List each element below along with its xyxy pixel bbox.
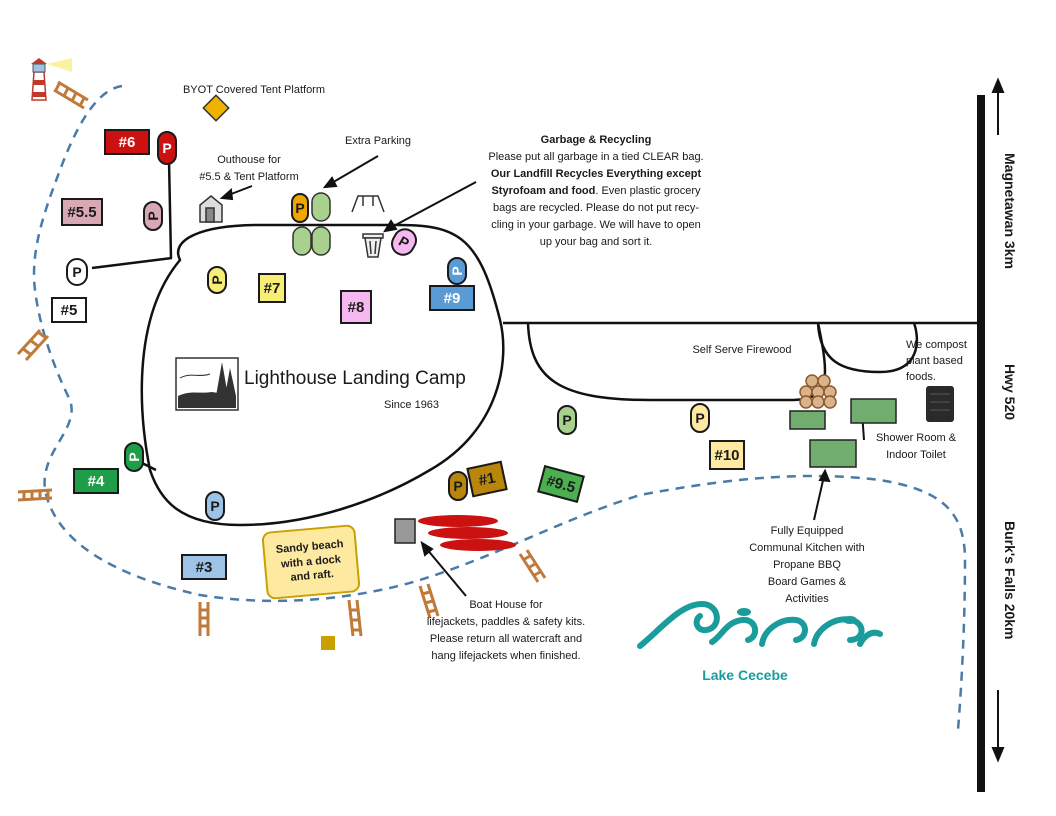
parking-site-9: P xyxy=(447,257,467,285)
small-building xyxy=(789,410,826,430)
outhouse-label-line: Outhouse for xyxy=(217,154,281,166)
shoreline xyxy=(32,84,967,731)
garbage-line: cling in your garbage. We will have to o… xyxy=(491,219,701,232)
kitchen-label: Fully Equipped Communal Kitchen with Pro… xyxy=(734,523,880,608)
shower-label-line: Shower Room & xyxy=(875,432,957,444)
camp-road-loop xyxy=(140,223,505,527)
camp-logo-icon xyxy=(175,357,239,411)
site-10[interactable]: #10 xyxy=(709,440,745,470)
kitchen-label-line: Activities xyxy=(785,593,829,606)
parking-site-5: P xyxy=(66,258,88,286)
site-9[interactable]: #9 xyxy=(429,285,475,311)
boathouse-label-line: hang lifejackets when finished. xyxy=(431,650,581,663)
extra-parking-label: Extra Parking xyxy=(344,135,412,147)
sandy-beach-box: Sandy beach with a dock and raft. xyxy=(261,524,361,600)
firewood-icon xyxy=(799,374,837,409)
compost-label-line: foods. xyxy=(906,370,936,383)
boathouse-label: Boat House for lifejackets, paddles & sa… xyxy=(408,597,604,665)
road-label-north: Magnetawan 3km xyxy=(1002,153,1018,269)
swingset-icon xyxy=(351,195,385,213)
compost-label-line: We compost xyxy=(906,339,967,351)
boathouse-label-line: lifejackets, paddles & safety kits. xyxy=(426,616,586,629)
docks xyxy=(16,80,547,637)
kitchen-label-line: Fully Equipped xyxy=(770,525,844,537)
site-6[interactable]: #6 xyxy=(104,129,150,155)
firewood-loop xyxy=(526,322,827,402)
garbage-line: bags are recycled. Please do not put rec… xyxy=(492,202,700,215)
shower-label: Shower Room & Indoor Toilet xyxy=(864,430,968,464)
lighthouse-icon xyxy=(31,58,72,101)
site-3[interactable]: #3 xyxy=(181,554,227,580)
beach-marker xyxy=(321,636,335,650)
parking-extra: P xyxy=(291,193,309,223)
byot-platform-icon xyxy=(202,94,230,122)
parking-site-3: P xyxy=(205,491,225,521)
site-5-5[interactable]: #5.5 xyxy=(61,198,103,226)
kitchen-building xyxy=(809,439,857,468)
shower-label-line: Indoor Toilet xyxy=(886,449,946,462)
boathouse-label-line: Boat House for xyxy=(469,599,543,611)
camp-since: Since 1963 xyxy=(384,399,440,411)
outhouse-icon xyxy=(199,195,223,223)
byot-label: BYOT Covered Tent Platform xyxy=(182,84,326,96)
boat-house-building xyxy=(394,518,416,544)
garbage-title: Garbage & Recycling xyxy=(540,134,652,146)
firewood-label: Self Serve Firewood xyxy=(692,344,792,356)
garbage-line: Please put all garbage in a tied CLEAR b… xyxy=(488,151,704,164)
outhouse-label-line: #5.5 & Tent Platform xyxy=(199,171,299,184)
compost-loop xyxy=(816,322,919,374)
extra-parking-spots xyxy=(292,192,331,256)
lake-logo-icon xyxy=(637,600,883,649)
canoes-icon xyxy=(418,515,516,551)
site-4[interactable]: #4 xyxy=(73,468,119,494)
parking-site-6: P xyxy=(157,131,177,165)
compost-label-line: plant based xyxy=(906,354,963,367)
lake-name: Lake Cecebe xyxy=(702,667,788,683)
compost-label: We compost plant based foods. xyxy=(906,338,986,386)
site-5[interactable]: #5 xyxy=(51,297,87,323)
compost-bin-icon xyxy=(926,386,954,422)
garbage-line: Our Landfill Recycles Everything except xyxy=(490,168,702,181)
shower-building xyxy=(850,398,897,424)
site-8[interactable]: #8 xyxy=(340,290,372,324)
beach-label-line: and raft. xyxy=(290,568,335,585)
garbage-line: up your bag and sort it. xyxy=(539,236,653,249)
garbage-note: Garbage & Recycling Please put all garba… xyxy=(470,132,722,251)
parking-site-4: P xyxy=(124,442,144,472)
outhouse-label: Outhouse for #5.5 & Tent Platform xyxy=(188,152,310,186)
camp-name: Lighthouse Landing Camp xyxy=(244,368,466,389)
parking-site-9-5: P xyxy=(557,405,577,435)
road-label-south: Burk's Falls 20km xyxy=(1002,521,1018,640)
parking-site-7: P xyxy=(207,266,227,294)
parking-site-1: P xyxy=(448,471,468,501)
garbage-text: . Even plastic grocery xyxy=(595,185,701,198)
garbage-can-icon xyxy=(362,233,384,258)
site-7[interactable]: #7 xyxy=(258,273,286,303)
parking-site-10: P xyxy=(690,403,710,433)
kitchen-label-line: Board Games & xyxy=(767,576,847,589)
parking-site-5-5: P xyxy=(143,201,163,231)
kitchen-label-line: Propane BBQ xyxy=(773,559,841,572)
kitchen-label-line: Communal Kitchen with xyxy=(749,542,865,555)
boathouse-label-line: Please return all watercraft and xyxy=(429,633,583,646)
road-label-hwy: Hwy 520 xyxy=(1002,364,1018,421)
garbage-emphasis: Styrofoam and food xyxy=(491,185,596,198)
garbage-line: Styrofoam and food. Even plastic grocery xyxy=(470,183,722,200)
